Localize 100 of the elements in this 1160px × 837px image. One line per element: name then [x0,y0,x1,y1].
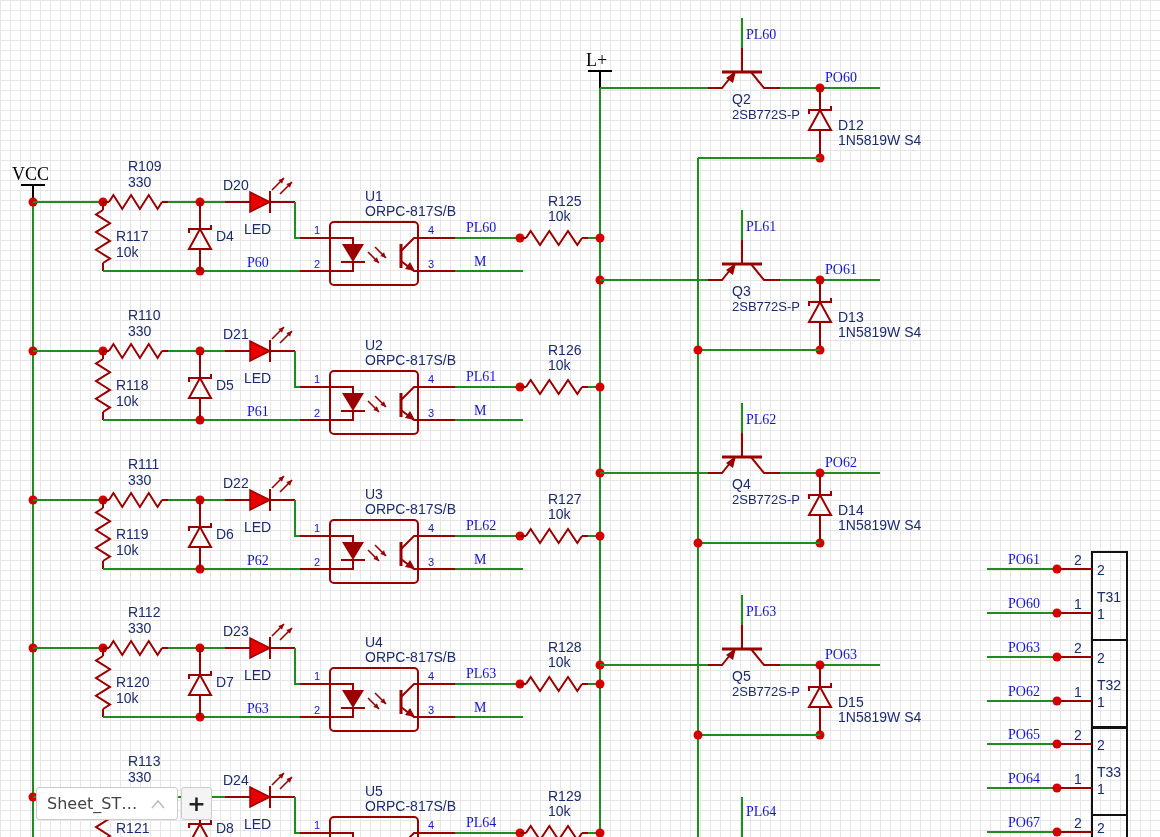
reference-designator: U1 [365,189,383,203]
reference-designator: D7 [216,675,234,689]
pin-number: 2 [1097,563,1105,577]
component-value: ORPC-817S/B [365,650,457,664]
component-value: LED [244,668,272,682]
reference-designator: D13 [838,310,864,324]
net-label: PL61 [466,370,497,384]
pin-number: 2 [1074,816,1082,830]
net-label: PO61 [1008,553,1040,567]
pin-number: 1 [1074,685,1082,699]
net-label: PL60 [746,28,777,42]
pin-number: 2 [1097,651,1105,665]
component-value: 2SB772S-P [732,300,800,313]
net-label: PL60 [466,221,497,235]
reference-designator: D15 [838,695,864,709]
net-label: PL62 [746,413,777,427]
pin-number: 1 [1097,695,1105,709]
reference-designator: R125 [548,194,582,208]
power-label: L+ [586,51,608,69]
reference-designator: U4 [365,635,383,649]
pin-number: 2 [1074,553,1082,567]
component-value: 330 [128,621,152,635]
net-label: PL63 [466,667,497,681]
reference-designator: U5 [365,784,383,798]
component-value: ORPC-817S/B [365,502,457,516]
pin-number: 2 [1074,728,1082,742]
reference-designator: R126 [548,343,582,357]
pin-number: 4 [428,671,435,682]
pin-number: 4 [428,820,435,831]
net-label: PL64 [466,816,497,830]
net-label: P61 [247,405,269,419]
component-value: LED [244,222,272,236]
reference-designator: T31 [1097,590,1122,604]
pin-number: 2 [1074,641,1082,655]
reference-designator: Q2 [732,92,751,106]
net-label: PO61 [825,263,857,277]
reference-designator: R113 [128,754,161,768]
reference-designator: R112 [128,605,161,619]
component-value: 2SB772S-P [732,108,800,121]
component-value: 330 [128,324,152,338]
reference-designator: Q4 [732,477,751,491]
pin-number: 2 [314,259,321,270]
net-label: P63 [247,702,269,716]
component-value: ORPC-817S/B [365,204,457,218]
reference-designator: D23 [223,624,249,638]
net-label: PL63 [746,605,777,619]
net-label: PL64 [746,805,777,819]
component-value: 2SB772S-P [732,493,800,506]
reference-designator: D24 [223,773,249,787]
reference-designator: R121 [116,821,150,835]
net-label: PO60 [1008,597,1040,611]
component-value: LED [244,817,272,831]
net-label: PO62 [825,456,857,470]
pin-number: 4 [428,225,435,236]
component-value: 1N5819W S4 [838,710,922,724]
reference-designator: U3 [365,487,383,501]
power-label: VCC [12,165,49,183]
component-value: ORPC-817S/B [365,353,457,367]
net-label: P62 [247,554,269,568]
component-value: 1N5819W S4 [838,518,922,532]
net-label: PO67 [1008,816,1040,830]
pin-number: 2 [1097,738,1105,752]
pin-number: 1 [1097,782,1105,796]
net-label: PO63 [825,648,857,662]
reference-designator: D22 [223,476,249,490]
pin-number: 1 [1097,607,1105,621]
reference-designator: R128 [548,640,582,654]
component-value: 2SB772S-P [732,685,800,698]
net-label: PO62 [1008,685,1040,699]
component-value: 10k [116,691,139,705]
pin-number: 2 [1097,821,1105,835]
component-value: LED [244,520,272,534]
pin-number: 1 [1074,597,1082,611]
reference-designator: U2 [365,338,383,352]
pin-number: 1 [314,671,321,682]
reference-designator: D6 [216,527,234,541]
component-value: 10k [116,394,139,408]
reference-designator: D5 [216,378,234,392]
component-value: LED [244,371,272,385]
reference-designator: R120 [116,675,150,689]
pin-number: 4 [428,374,435,385]
component-value: 10k [116,543,139,557]
component-value: 1N5819W S4 [838,133,922,147]
reference-designator: R117 [116,229,149,243]
pin-number: 1 [314,523,321,534]
net-label: PL61 [746,220,777,234]
reference-designator: D20 [223,178,249,192]
reference-designator: R119 [116,527,149,541]
component-value: 10k [116,245,139,259]
reference-designator: D4 [216,229,234,243]
reference-designator: T33 [1097,765,1122,779]
pin-number: 3 [428,259,435,270]
component-value: 10k [548,804,571,818]
component-value: 330 [128,175,152,189]
net-label: PO60 [825,71,857,85]
pin-number: 2 [314,557,321,568]
pin-number: 1 [314,225,321,236]
net-label: PO63 [1008,641,1040,655]
pin-number: 1 [1074,772,1082,786]
reference-designator: D14 [838,503,864,517]
